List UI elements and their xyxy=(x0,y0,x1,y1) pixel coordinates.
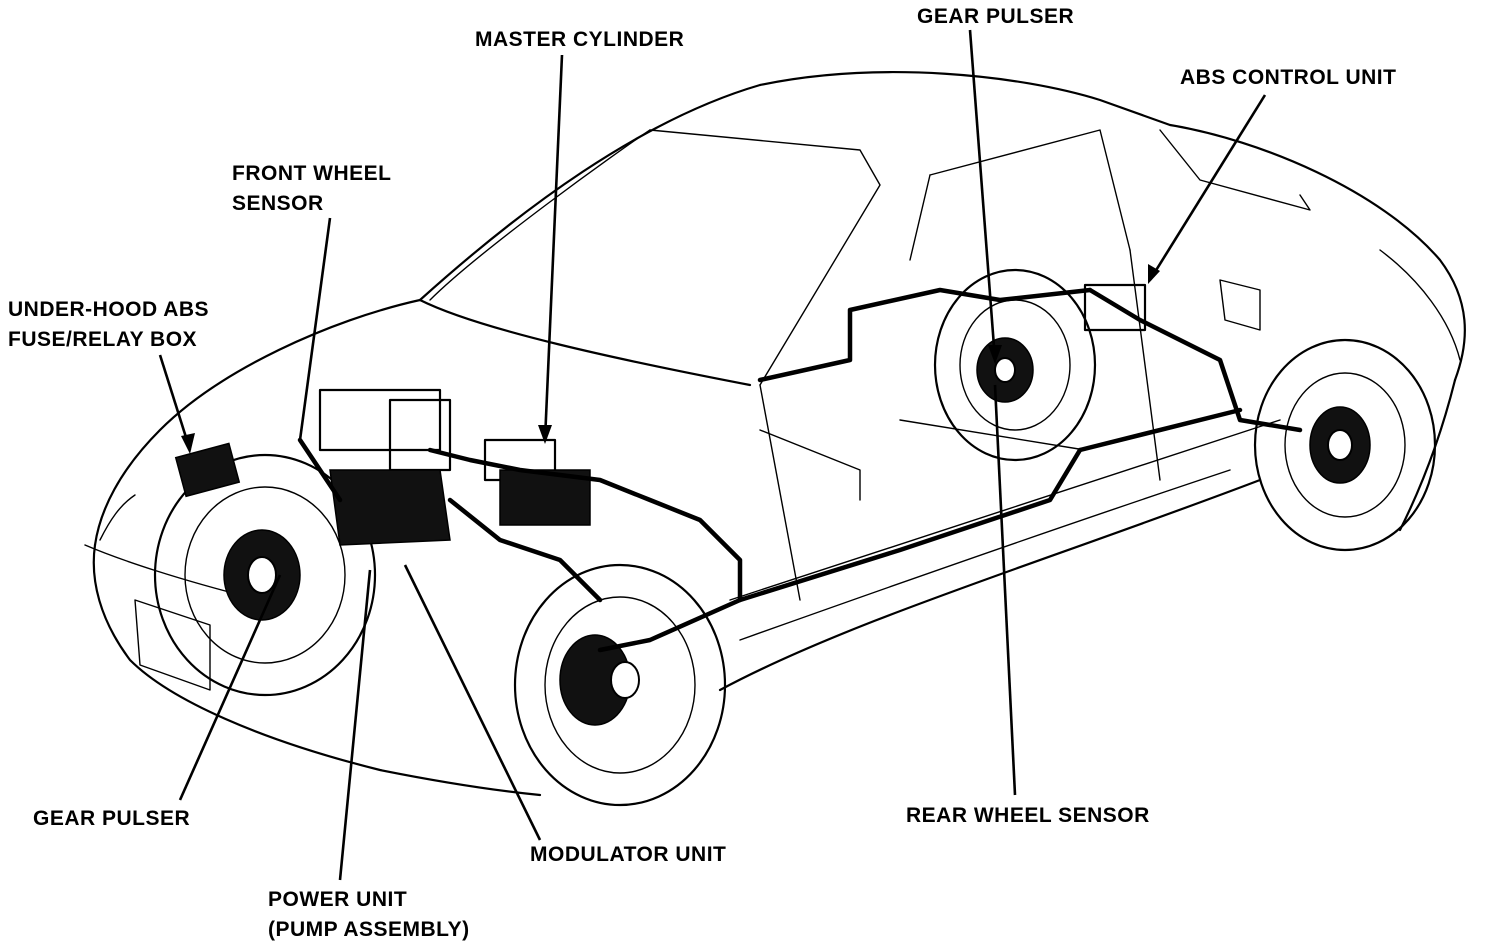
leader-rear-wheel-sensor xyxy=(993,384,1017,796)
leader-gear-pulser-top xyxy=(968,29,997,361)
label-fuse-relay-line2: FUSE/RELAY BOX xyxy=(8,328,197,351)
label-power-unit-line2: (PUMP ASSEMBLY) xyxy=(268,918,470,941)
label-gear-pulser-bottom: GEAR PULSER xyxy=(33,807,190,830)
front-left-wheel xyxy=(153,453,377,697)
leader-modulator-unit xyxy=(403,564,542,841)
label-fuse-relay-line1: UNDER-HOOD ABS xyxy=(8,298,209,321)
leader-lines xyxy=(158,29,1267,881)
rear-left-wheel xyxy=(933,268,1097,462)
labels: GEAR PULSER MASTER CYLINDER ABS CONTROL … xyxy=(8,5,1396,941)
leader-abs-control-unit xyxy=(1148,94,1267,281)
label-modulator-unit: MODULATOR UNIT xyxy=(530,843,726,866)
label-gear-pulser-top: GEAR PULSER xyxy=(917,5,1074,28)
car-body xyxy=(84,71,1466,797)
label-front-wheel-sensor-line1: FRONT WHEEL xyxy=(232,162,391,185)
leader-power-unit xyxy=(338,569,372,881)
label-abs-control-unit: ABS CONTROL UNIT xyxy=(1180,66,1396,89)
label-front-wheel-sensor-line2: SENSOR xyxy=(232,192,324,215)
leader-master-cylinder xyxy=(543,54,564,441)
leader-fuse-relay-box xyxy=(158,354,192,451)
engine-bay-components xyxy=(174,283,1147,546)
label-rear-wheel-sensor: REAR WHEEL SENSOR xyxy=(906,804,1150,827)
brake-lines xyxy=(297,287,1303,653)
label-power-unit-line1: POWER UNIT xyxy=(268,888,407,911)
leader-front-wheel-sensor xyxy=(298,217,332,441)
front-right-wheel xyxy=(513,563,727,807)
rear-right-wheel xyxy=(1253,338,1437,552)
label-master-cylinder: MASTER CYLINDER xyxy=(475,28,684,51)
leader-gear-pulser-bottom xyxy=(178,574,282,801)
